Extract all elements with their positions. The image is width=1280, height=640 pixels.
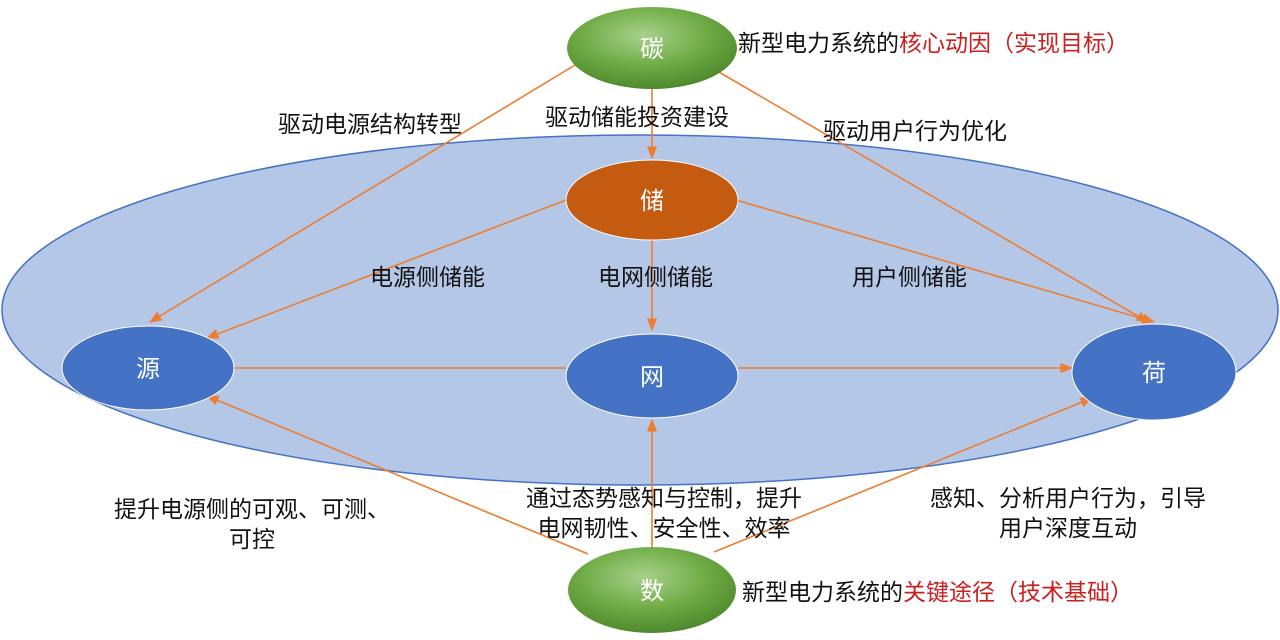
- node-grid: [565, 333, 739, 419]
- data-caption-prefix: 新型电力系统的: [742, 580, 903, 606]
- label-carbon-to-storage: 驱动储能投资建设: [545, 105, 729, 131]
- node-source: [61, 325, 235, 411]
- carbon-caption-highlight: 核心动因（实现目标）: [899, 31, 1129, 57]
- label-storage-to-load: 用户侧储能: [852, 265, 967, 291]
- node-grid-label: 网: [640, 363, 664, 391]
- label-data-to-grid: 通过态势感知与控制，提升 电网韧性、安全性、效率: [526, 484, 802, 544]
- node-data: [568, 547, 736, 633]
- edge-carbon-to-source: [148, 61, 581, 323]
- edge-data-to-source: [205, 395, 589, 555]
- label-carbon-to-source: 驱动电源结构转型: [278, 112, 462, 138]
- edge-carbon-to-load: [711, 67, 1150, 323]
- node-load: [1071, 323, 1237, 421]
- node-data-label: 数: [640, 577, 664, 605]
- carbon-caption-prefix: 新型电力系统的: [738, 31, 899, 57]
- label-storage-to-source: 电源侧储能: [370, 265, 485, 291]
- label-data-to-source: 提升电源侧的可观、可测、 可控: [114, 495, 390, 555]
- node-storage: [565, 159, 739, 241]
- label-storage-to-grid: 电网侧储能: [598, 265, 713, 291]
- label-carbon-to-load: 驱动用户行为优化: [823, 119, 1007, 145]
- label-data-to-load: 感知、分析用户行为，引导 用户深度互动: [930, 484, 1206, 544]
- node-load-label: 荷: [1142, 359, 1166, 387]
- node-carbon-label: 碳: [640, 35, 664, 63]
- label-data-to-source-line1: 提升电源侧的可观、可测、: [114, 497, 390, 523]
- node-carbon: [567, 7, 737, 89]
- label-data-to-grid-line2: 电网韧性、安全性、效率: [537, 516, 791, 542]
- edge-data-to-load: [713, 397, 1094, 553]
- carbon-caption: 新型电力系统的核心动因（实现目标）: [738, 29, 1129, 59]
- label-data-to-load-line2: 用户深度互动: [999, 516, 1137, 542]
- edge-storage-to-load: [735, 199, 1156, 324]
- data-caption-highlight: 关键途径（技术基础）: [903, 580, 1133, 606]
- label-data-to-grid-line1: 通过态势感知与控制，提升: [526, 486, 802, 512]
- node-source-label: 源: [136, 355, 160, 383]
- node-storage-label: 储: [640, 187, 664, 215]
- label-data-to-load-line1: 感知、分析用户行为，引导: [930, 486, 1206, 512]
- label-data-to-source-line2: 可控: [229, 527, 275, 553]
- system-ellipse: [1, 134, 1279, 486]
- edge-storage-to-source: [205, 199, 567, 339]
- data-caption: 新型电力系统的关键途径（技术基础）: [742, 578, 1133, 608]
